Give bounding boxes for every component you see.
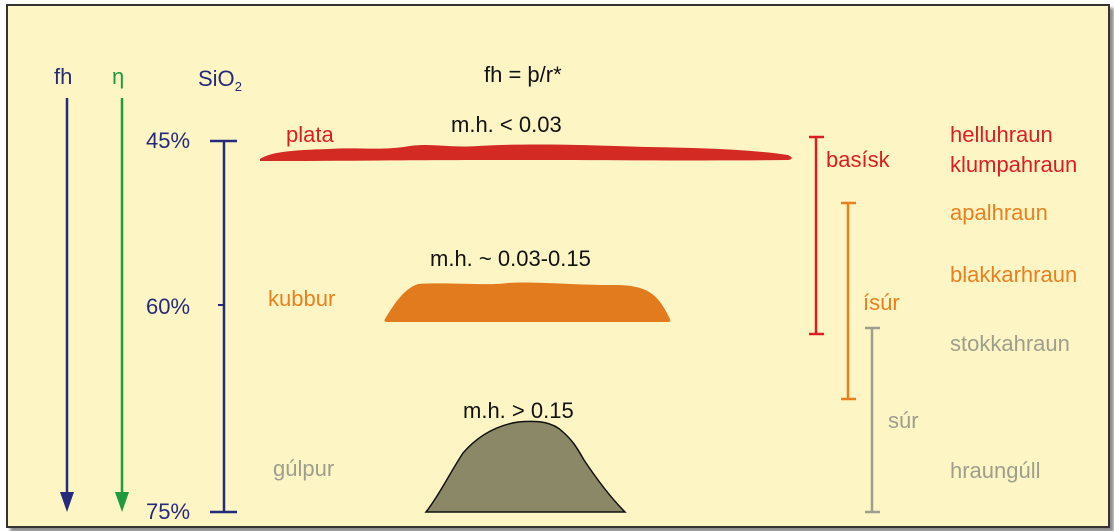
lava-stokkahraun: stokkahraun <box>950 331 1070 356</box>
sio2-subscript: 2 <box>234 79 242 94</box>
plata-shape <box>260 144 792 161</box>
lava-hraungull: hraungúll <box>950 458 1041 483</box>
plata-ratio: m.h. < 0.03 <box>451 112 562 137</box>
formula: fh = þ/r* <box>484 62 562 87</box>
fh-label: fh <box>54 64 73 89</box>
sur-label: súr <box>888 408 919 433</box>
sur-range <box>865 326 880 514</box>
lava-helluhraun: helluhraun <box>950 122 1053 147</box>
gulpur-label: gúlpur <box>273 456 335 481</box>
diagram-panel: fh η SiO2 45% 60% 75% fh = þ/r* plata m.… <box>6 4 1110 528</box>
lava-klumpahraun: klumpahraun <box>950 152 1078 177</box>
sio2-main: SiO <box>198 66 235 91</box>
kubbur-ratio: m.h. ~ 0.03-0.15 <box>430 246 591 271</box>
isur-label: ísúr <box>863 290 900 315</box>
kubbur-label: kubbur <box>268 286 336 311</box>
tick-75: 75% <box>146 499 191 524</box>
basisk-label: basísk <box>826 147 890 172</box>
eta-label: η <box>112 64 125 89</box>
sio2-label: SiO2 <box>198 66 242 94</box>
tick-60: 60% <box>146 294 191 319</box>
isur-range <box>841 201 856 401</box>
tick-45: 45% <box>146 128 191 153</box>
lava-apalhraun: apalhraun <box>950 200 1048 225</box>
gulpur-shape <box>424 420 627 513</box>
fh-arrow <box>60 98 74 512</box>
basisk-range <box>809 135 824 336</box>
kubbur-shape <box>384 282 671 322</box>
lava-blakkarhraun: blakkarhraun <box>950 262 1078 287</box>
silica-scale <box>210 139 237 514</box>
diagram-graphics <box>60 98 880 514</box>
gulpur-ratio: m.h. > 0.15 <box>463 398 574 423</box>
plata-label: plata <box>286 122 334 147</box>
eta-arrow <box>115 98 129 512</box>
